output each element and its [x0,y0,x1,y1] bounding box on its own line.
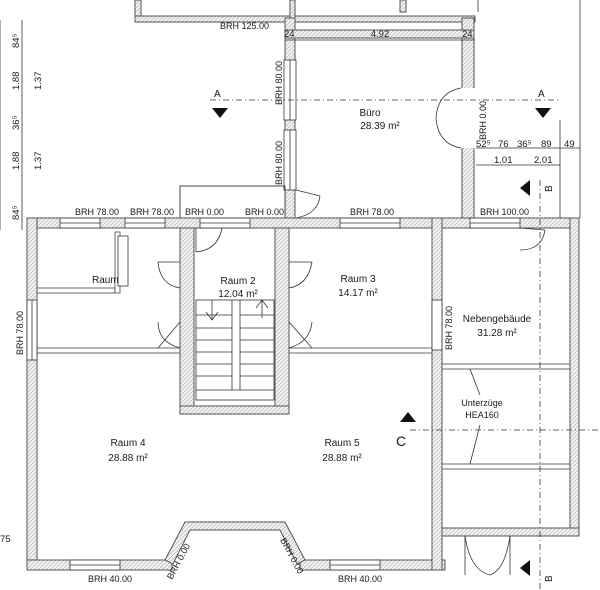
brh-row-3: BRH 0.00 [185,207,224,217]
section-lines [210,99,600,590]
room-neben-name: Nebengebäude [463,314,532,325]
brh-row-4: BRH 0.00 [245,207,284,217]
room-raum2-area: 12.04 m² [218,289,258,300]
windows-top [59,217,521,229]
room-raum4-area: 28.88 m² [108,453,148,464]
dim-r-365: 36⁵ [517,139,532,150]
dim-r-49: 49 [564,139,575,150]
dim-left-137-b: 1.37 [33,152,44,171]
brh-buero-left-upper: BRH 80.00 [274,61,284,105]
main-building-walls [26,217,580,571]
section-a-right: A [538,89,545,100]
room-raum5-area: 28.88 m² [322,453,362,464]
brh-top-buero: BRH 125.00 [220,21,269,31]
dim-bottom-left-75: 75 [0,534,11,545]
dim-left-137-a: 1.37 [33,72,44,91]
section-a-left: A [214,89,221,100]
staircase [195,299,275,401]
brh-neben-wall: BRH 78.00 [444,306,454,350]
door-buero [295,189,321,197]
dimension-lines [0,0,581,230]
dim-left-845-bottom: 84⁵ [11,205,22,220]
brh-bottom-left: BRH 40.00 [88,574,132,584]
dim-r-101: 1.01 [494,155,513,166]
room-raum4-name: Raum 4 [110,438,145,449]
brh-row-1: BRH 78.00 [75,207,119,217]
room-raum3-area: 14.17 m² [338,288,378,299]
dim-r-89: 89 [541,139,552,150]
dim-top-24-left: 24 [284,29,295,40]
beam-note-line1: Unterzüge [461,398,503,408]
brh-buero-left-lower: BRH 80.00 [274,141,284,185]
brh-left-wall: BRH 78.00 [15,311,25,355]
dim-left-188-a: 1.88 [11,72,22,91]
dim-left-365: 36⁵ [11,115,22,130]
brh-row-6: BRH 100.00 [480,207,529,217]
section-c: C [396,433,406,449]
dim-r-76: 76 [498,139,509,150]
dim-top-492: 4.92 [371,29,390,40]
brh-row-5: BRH 78.00 [350,207,394,217]
doors [117,227,546,576]
room-buero-name: Büro [359,108,381,119]
dim-r-52: 52⁵ [476,139,491,150]
brh-bottom-right: BRH 40.00 [338,574,382,584]
dim-left-845-top: 84⁵ [11,33,22,48]
beams [441,363,571,470]
dim-left-188-b: 1.88 [11,152,22,171]
room-raum1-name: Raum [92,275,119,286]
room-raum5-name: Raum 5 [324,438,359,449]
dim-r-201: 2.01 [534,155,553,166]
brh-row-2: BRH 78.00 [130,207,174,217]
existing-building [134,0,479,23]
brh-buero-right: BRH 0.00 [478,101,488,140]
section-b-bottom: B [544,575,555,582]
beam-note-line2: HEA160 [465,410,499,420]
dim-top-24-right: 24 [462,29,473,40]
section-b-top: B [544,185,555,192]
room-neben-area: 31.28 m² [477,328,517,339]
room-raum3-name: Raum 3 [340,274,375,285]
room-buero-area: 28.39 m² [360,121,400,132]
room-raum2-name: Raum 2 [220,276,255,287]
window-neben [431,299,443,351]
